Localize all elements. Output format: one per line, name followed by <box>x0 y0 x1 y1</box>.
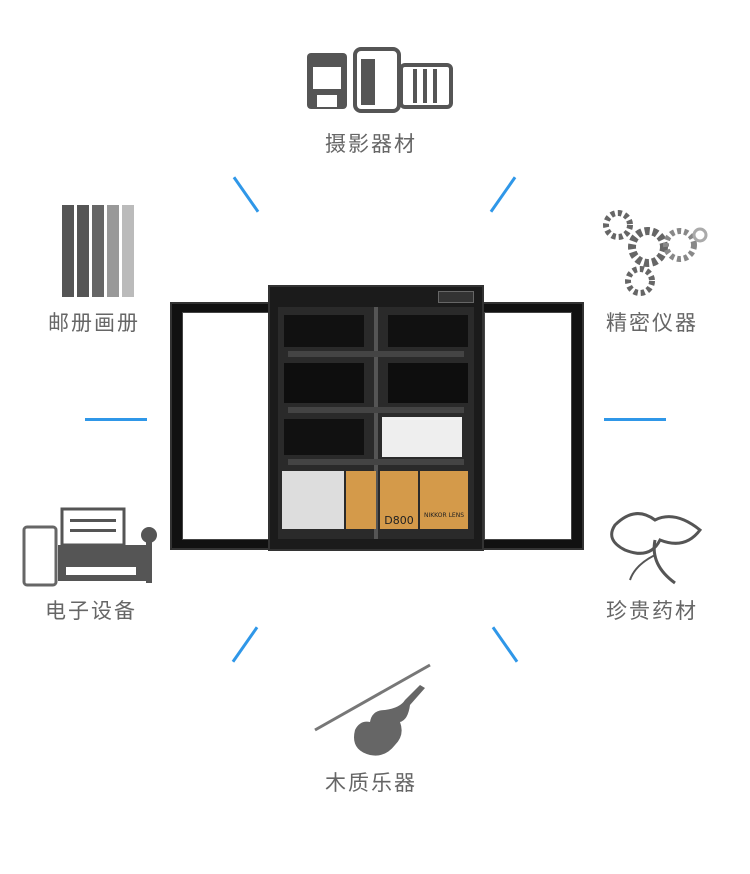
cabinet-right-door <box>472 302 584 550</box>
electronics-icon <box>22 507 157 587</box>
lens-box-label: NIKKOR LENS <box>420 471 468 529</box>
dry-cabinet: D800 NIKKOR LENS <box>268 285 484 551</box>
category-label-instruments: 精密仪器 <box>606 311 698 335</box>
camera-box-label: D800 <box>380 471 418 529</box>
connector-line <box>232 176 260 213</box>
album-icon <box>62 205 134 297</box>
category-label-album: 邮册画册 <box>48 311 140 335</box>
connector-line <box>85 418 147 421</box>
camera-icon <box>307 47 453 113</box>
category-label-camera: 摄影器材 <box>325 132 417 156</box>
herb-icon <box>610 512 703 585</box>
connector-line <box>491 626 519 663</box>
category-label-herbs: 珍贵药材 <box>606 599 698 623</box>
cabinet-left-door <box>170 302 282 550</box>
connector-line <box>231 626 259 663</box>
connector-line <box>489 176 517 213</box>
violin-icon <box>314 663 431 756</box>
category-label-violin: 木质乐器 <box>325 771 417 795</box>
gears-icon <box>603 210 708 296</box>
connector-line <box>604 418 666 421</box>
category-label-electronics: 电子设备 <box>45 599 137 623</box>
cabinet-display <box>438 291 474 303</box>
